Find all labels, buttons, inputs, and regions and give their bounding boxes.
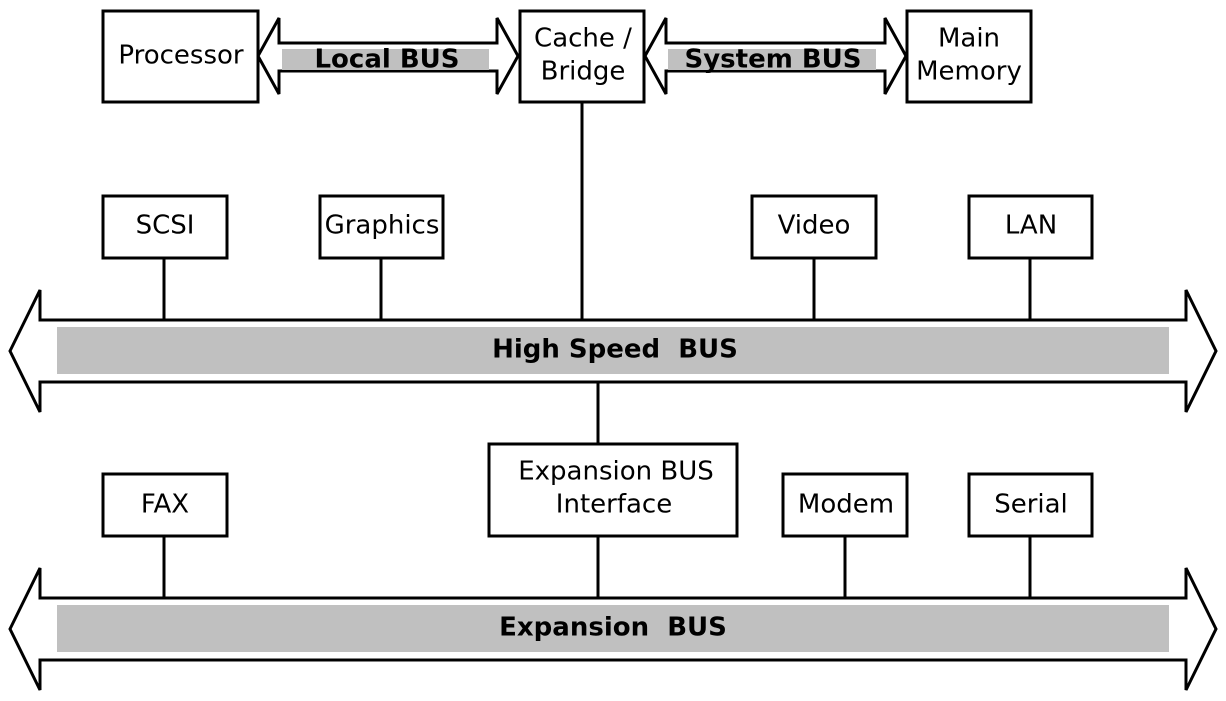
cache-bridge-label-line1: Cache /: [534, 24, 632, 54]
graphics-box: Graphics: [318, 194, 445, 260]
lan-box: LAN: [967, 194, 1094, 260]
video-box: Video: [750, 194, 878, 260]
system-bus-label: System BUS: [684, 45, 861, 75]
expansion-interface-label-line1: Expansion BUS: [518, 457, 714, 487]
modem-box: Modem: [781, 472, 909, 538]
system-bus-arrow: System BUS: [643, 17, 908, 95]
lan-label: LAN: [1005, 211, 1057, 241]
fax-box: FAX: [101, 472, 229, 538]
serial-label: Serial: [994, 490, 1068, 520]
local-bus-label: Local BUS: [314, 45, 459, 75]
fax-label: FAX: [141, 490, 189, 520]
processor-box: Processor: [101, 9, 260, 104]
high-speed-bus: High Speed BUS: [8, 289, 1218, 413]
high-speed-bus-label: High Speed BUS: [492, 335, 738, 365]
expansion-interface-label-line2: Interface: [556, 490, 672, 520]
main-memory-box: Main Memory: [905, 9, 1033, 104]
cache-bridge-box: Cache / Bridge: [518, 9, 646, 104]
expansion-bus: Expansion BUS: [8, 567, 1218, 691]
cache-bridge-label-line2: Bridge: [541, 57, 626, 87]
main-memory-label-line1: Main: [938, 24, 1000, 54]
scsi-box: SCSI: [101, 194, 229, 260]
video-label: Video: [778, 211, 851, 241]
graphics-label: Graphics: [325, 211, 440, 241]
scsi-label: SCSI: [136, 211, 195, 241]
expansion-interface-box: Expansion BUS Interface: [487, 442, 739, 538]
local-bus-arrow: Local BUS: [256, 17, 520, 95]
expansion-bus-label: Expansion BUS: [499, 613, 727, 643]
main-memory-label-line2: Memory: [916, 57, 1022, 87]
modem-label: Modem: [798, 490, 894, 520]
processor-label: Processor: [118, 41, 244, 71]
serial-box: Serial: [967, 472, 1094, 538]
